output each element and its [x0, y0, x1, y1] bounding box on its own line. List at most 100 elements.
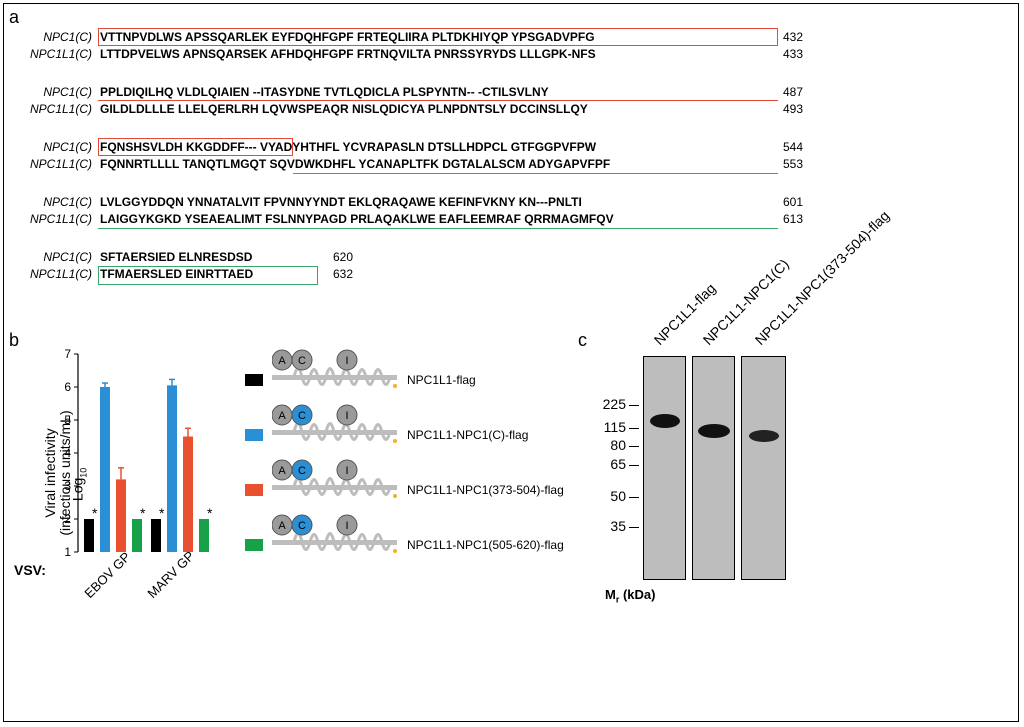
flag-tag — [393, 549, 397, 553]
mw-marker-label: 115 — [603, 419, 626, 435]
seq-chunk: EAFLEEMRAF — [438, 212, 521, 226]
seq-number: 632 — [333, 267, 354, 281]
region-marker — [293, 173, 778, 174]
seq-name: NPC1L1(C) — [29, 267, 92, 281]
seq-chunk: LVLGGYDDQN — [100, 195, 184, 209]
legend-label: NPC1L1-NPC1(373-504)-flag — [407, 483, 564, 497]
band-lane-2 — [698, 424, 730, 438]
bar — [100, 387, 110, 552]
seq-number: 601 — [783, 195, 804, 209]
seq-name: NPC1L1(C) — [29, 157, 92, 171]
domain-circle — [336, 404, 358, 426]
blot-lane-1 — [643, 356, 686, 580]
legend-label: NPC1L1-NPC1(C)-flag — [407, 428, 529, 442]
region-marker — [98, 138, 293, 156]
seq-name: NPC1L1(C) — [29, 47, 92, 61]
region-marker — [98, 100, 778, 101]
domain-letter: C — [298, 410, 306, 422]
y-axis-label: Viral infectivity (infectious units/mL) … — [36, 370, 88, 570]
mw-marker-label: 225 — [602, 396, 626, 412]
seq-number: 432 — [783, 30, 804, 44]
legend-swatch — [245, 429, 263, 441]
y-tick-label: 3 — [64, 479, 71, 493]
domain-circle — [336, 514, 358, 536]
y-axis-log-label: Log10 — [70, 384, 89, 584]
seq-chunk: LLLGPK-NFS — [516, 47, 596, 61]
seq-chunk: YNNATALVIT — [183, 195, 264, 209]
seq-chunk: PLSPYNTN-- — [402, 85, 475, 99]
seq-chunk: ELNRESDSD — [175, 250, 253, 264]
seq-name: NPC1(C) — [43, 30, 92, 44]
seq-chunk: DCCINSLLQY — [506, 102, 588, 116]
seq-text: VTTNPVDLWS APSSQARLEK EYFDQHFGPF FRTEQLI… — [100, 30, 595, 44]
seq-name: NPC1L1(C) — [29, 212, 92, 226]
seq-chunk: YSEAEALIMT — [181, 212, 266, 226]
seq-chunk: FRTNQVILTA — [353, 47, 435, 61]
seq-chunk: FRTEQLIIRA — [353, 30, 432, 44]
seq-chunk: SQVDWKDHFL — [269, 157, 356, 171]
seq-number: 553 — [783, 157, 804, 171]
y-axis-title-line1: Viral infectivity — [42, 428, 58, 518]
seq-chunk: YCANAPLTFK — [355, 157, 443, 171]
seq-chunk: DTSLLHDPCL — [424, 140, 511, 154]
domain-letter: A — [278, 410, 286, 422]
domain-letter: C — [298, 355, 306, 367]
seq-name: NPC1(C) — [43, 85, 92, 99]
domain-letter: A — [278, 520, 286, 532]
legend-swatch — [245, 374, 263, 386]
seq-chunk: NISLQDICYA — [348, 102, 428, 116]
seq-chunk: LQVWSPEAQR — [261, 102, 349, 116]
seq-chunk: EINRTTAED — [182, 267, 254, 281]
seq-chunk: VYADYHTHFL — [256, 140, 343, 154]
domain-letter: A — [278, 465, 286, 477]
seq-number: 620 — [333, 250, 354, 264]
mw-marker-tick — [629, 527, 639, 528]
seq-chunk: AFHDQHFGPF — [270, 47, 354, 61]
domain-circle — [291, 459, 313, 481]
y-tick-label: 7 — [64, 347, 71, 361]
seq-chunk: KKGDDFF--- — [182, 140, 257, 154]
seq-number: 613 — [783, 212, 804, 226]
seq-chunk: ADYGAPVFPF — [525, 157, 611, 171]
seq-chunk: PPLDIQILHQ — [100, 85, 174, 99]
seq-chunk: --ITASYDNE — [252, 85, 321, 99]
seq-chunk: PLTDKHIYQP — [431, 30, 509, 44]
tm-loops — [292, 367, 392, 386]
seq-chunk: TFMAERSLED — [100, 267, 182, 281]
domain-letter: I — [345, 355, 348, 367]
bar — [84, 519, 94, 552]
legend-swatch — [245, 539, 263, 551]
below-detection-star: * — [140, 505, 146, 521]
seq-chunk: APNSQARSEK — [179, 47, 271, 61]
seq-text: LVLGGYDDQN YNNATALVIT FPVNNYYNDT EKLQRAQ… — [100, 195, 582, 209]
bar — [116, 479, 126, 552]
y-tick-label: 5 — [64, 413, 71, 427]
seq-chunk: TVTLQDICLA — [320, 85, 403, 99]
y-tick-label: 4 — [64, 446, 71, 460]
seq-chunk: PNRSSYRYDS — [434, 47, 517, 61]
log-subscript: 10 — [78, 467, 89, 478]
mw-marker-tick — [629, 465, 639, 466]
seq-chunk: VTTNPVDLWS — [100, 30, 183, 44]
seq-chunk: FSLNNYPAGD — [265, 212, 347, 226]
seq-chunk: FQNNRTLLLL — [100, 157, 180, 171]
seq-text: LAIGGYKGKD YSEAEALIMT FSLNNYPAGD PRLAQAK… — [100, 212, 614, 226]
mw-marker-tick — [629, 405, 639, 406]
figure-frame — [3, 3, 1019, 722]
seq-chunk: APSSQARLEK — [182, 30, 272, 44]
blot-lane-3 — [741, 356, 786, 580]
mw-marker-tick — [629, 428, 639, 429]
legend-swatch — [245, 484, 263, 496]
y-tick-label: 6 — [64, 380, 71, 394]
below-detection-star: * — [92, 505, 98, 521]
seq-text: SFTAERSIED ELNRESDSD — [100, 250, 252, 264]
blot-bands — [650, 414, 779, 442]
bar — [132, 519, 142, 552]
seq-chunk: TANQTLMGQT — [179, 157, 270, 171]
region-marker — [98, 28, 778, 46]
seq-chunk: GILDLDLLLE — [100, 102, 175, 116]
